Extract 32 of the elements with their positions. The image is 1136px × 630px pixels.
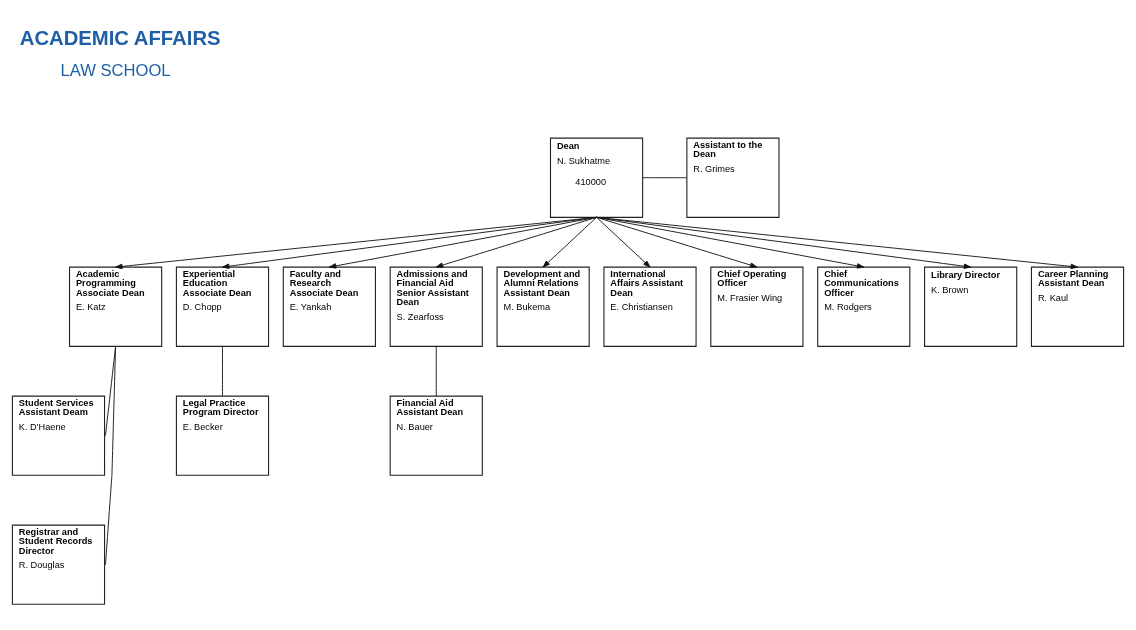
node-box: Experiential Education Associate Dean D. Chopp: [175, 266, 270, 347]
node-box: Admissions and Financial Aid Senior Assistant Dean S. Zearfoss: [389, 266, 483, 347]
arrow: [328, 216, 597, 269]
arrow: [542, 216, 597, 268]
label: LAW SCHOOL: [60, 60, 171, 80]
node-box: Financial Aid Assistant Dean N. Bauer: [389, 395, 483, 476]
node-box: Faculty and Research Associate Dean E. Yankah: [282, 266, 376, 347]
connector: [222, 345, 223, 397]
node-box: Registrar and Student Records Director R. Douglas: [11, 524, 106, 605]
arrow: [596, 216, 758, 268]
node-box: International Affairs Assistant Dean E. Christiansen: [603, 266, 697, 347]
arrow: [115, 216, 597, 270]
node-box: Academic Programming Associate Dean E. Katz: [68, 266, 163, 347]
node-box: Library Director K. Brown: [924, 266, 1018, 347]
arrow: [596, 216, 1078, 270]
node-box: Student Services Assistant Deam K. D'Haene: [11, 395, 106, 476]
node-box: Development and Alumni Relations Assistant Dean M. Bukema: [496, 266, 590, 347]
diagram-title: ACADEMIC AFFAIRS: [19, 26, 221, 49]
connector: [435, 345, 437, 397]
arrow: [596, 216, 865, 269]
connector: [105, 345, 117, 566]
node-box: Career Planning Assistant Dean R. Kaul: [1030, 266, 1125, 347]
node-box: Chief Operating Officer M. Frasier Wing: [710, 266, 804, 347]
arrow: [222, 216, 597, 269]
node-box: Chief Communications Officer M. Rodgers: [817, 266, 911, 347]
node-box: Legal Practice Program Director E. Becker: [175, 395, 270, 476]
arrow: [596, 216, 651, 268]
node-box: Assistant to the Dean R. Grimes: [686, 137, 780, 218]
arrow: [596, 216, 972, 269]
node-box: Dean N. Sukhatme 410000: [549, 137, 644, 218]
connector: [642, 177, 688, 179]
arrow: [435, 216, 597, 268]
